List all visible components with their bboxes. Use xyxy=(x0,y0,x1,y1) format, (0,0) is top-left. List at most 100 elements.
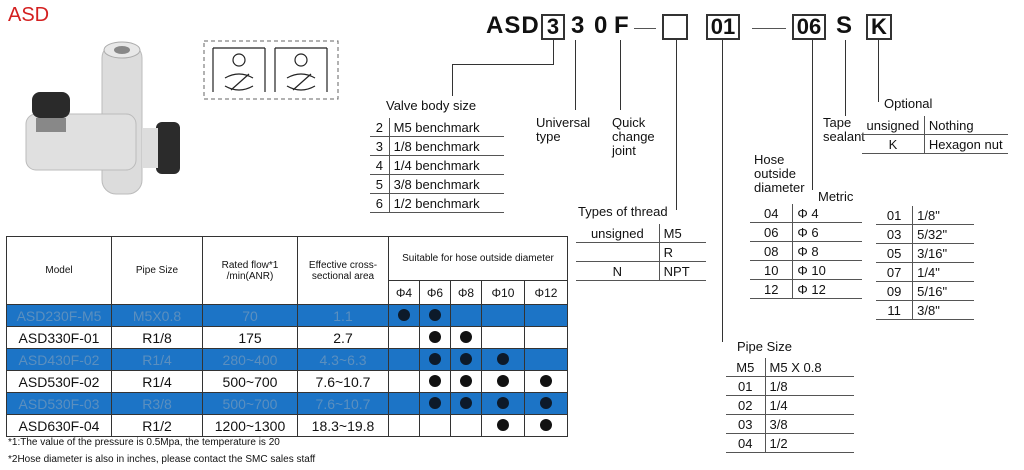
spec-table: Model Pipe Size Rated flow*1 /min(ANR) E… xyxy=(6,236,569,437)
hose-fit-cell xyxy=(480,370,525,393)
pipe-code: 03 xyxy=(726,414,766,434)
thread-code xyxy=(576,242,660,262)
spec-model: ASD530F-03 xyxy=(6,392,112,415)
fit-dot-icon xyxy=(428,374,441,387)
pipe-code: 04 xyxy=(726,433,766,453)
col-flow: Rated flow*1 /min(ANR) xyxy=(202,236,298,305)
universal-type-label: Universal type xyxy=(536,115,591,144)
hose-fit-cell xyxy=(449,392,482,415)
spec-area: 7.6~10.7 xyxy=(297,392,389,415)
spec-pipe: R1/4 xyxy=(111,370,203,393)
hose-fit-cell xyxy=(523,326,569,349)
hose-fit-cell xyxy=(388,304,420,327)
fit-dot-icon xyxy=(496,352,509,365)
fit-dot-icon xyxy=(539,396,552,409)
hose-fit-cell xyxy=(418,392,451,415)
hose-fit-cell xyxy=(449,326,482,349)
inch-desc: 3/8" xyxy=(912,300,974,320)
metric-label: Metric xyxy=(818,189,854,204)
optional-label: Optional xyxy=(884,96,933,111)
spec-flow: 500~700 xyxy=(202,370,298,393)
inch-code: 03 xyxy=(876,224,913,244)
code-char-s: S xyxy=(836,12,853,39)
hose-col-header: Φ4 xyxy=(388,280,420,305)
col-pipe: Pipe Size xyxy=(111,236,203,305)
fit-dot-icon xyxy=(496,374,509,387)
inch-code: 11 xyxy=(876,300,913,320)
inch-code: 09 xyxy=(876,281,913,301)
fit-dot-icon xyxy=(459,396,472,409)
valve-desc: 1/2 benchmark xyxy=(388,193,504,213)
spec-model: ASD530F-02 xyxy=(6,370,112,393)
hose-fit-cell xyxy=(449,348,482,371)
product-image xyxy=(25,41,180,195)
hose-fit-cell xyxy=(418,414,451,437)
opt-desc: Hexagon nut xyxy=(923,134,1008,154)
hose-fit-cell xyxy=(523,392,569,415)
hose-col-header: Φ10 xyxy=(480,280,525,305)
pipe-code: 01 xyxy=(726,376,766,396)
pipe-code: M5 xyxy=(726,358,766,377)
valve-code: 6 xyxy=(370,193,390,213)
code-char-f: F xyxy=(614,12,629,39)
hose-od-label: Hose outside diameter xyxy=(754,152,805,195)
code-dash xyxy=(634,28,656,29)
code-char-3: 3 xyxy=(571,12,585,39)
hose-fit-cell xyxy=(523,348,569,371)
pipe-desc: 1/8 xyxy=(764,376,854,396)
code-dash xyxy=(752,28,786,29)
inch-desc: 5/32" xyxy=(912,224,974,244)
spec-pipe: R1/2 xyxy=(111,414,203,437)
spec-model: ASD230F-M5 xyxy=(6,304,112,327)
quick-change-label: Quick change joint xyxy=(612,115,655,158)
fit-dot-icon xyxy=(397,308,410,321)
spec-area: 18.3~19.8 xyxy=(297,414,389,437)
spec-flow: 280~400 xyxy=(202,348,298,371)
pipe-desc: 1/2 xyxy=(764,433,854,453)
hose-fit-cell xyxy=(388,392,420,415)
fit-dot-icon xyxy=(459,330,472,343)
hose-fit-cell xyxy=(480,392,525,415)
hose-fit-cell xyxy=(480,326,525,349)
metric-code: 10 xyxy=(750,260,793,280)
spec-area: 7.6~10.7 xyxy=(297,370,389,393)
thread-desc: M5 xyxy=(658,224,706,243)
spec-area: 1.1 xyxy=(297,304,389,327)
valve-code: 5 xyxy=(370,174,390,194)
footnote-1: *1:The value of the pressure is 0.5Mpa, … xyxy=(8,437,280,448)
hose-col-header: Φ6 xyxy=(418,280,451,305)
valve-body-size-label: Valve body size xyxy=(386,98,477,113)
fit-dot-icon xyxy=(428,396,441,409)
hose-fit-cell xyxy=(388,348,420,371)
valve-desc: M5 benchmark xyxy=(388,118,504,137)
spec-pipe: R3/8 xyxy=(111,392,203,415)
valve-desc: 1/8 benchmark xyxy=(388,136,504,156)
pipe-code: 02 xyxy=(726,395,766,415)
code-prefix: ASD xyxy=(486,12,540,39)
inch-desc: 1/4" xyxy=(912,262,974,282)
spec-flow: 70 xyxy=(202,304,298,327)
fit-dot-icon xyxy=(428,308,441,321)
pipe-desc: 3/8 xyxy=(764,414,854,434)
valve-code: 4 xyxy=(370,155,390,175)
inch-desc: 5/16" xyxy=(912,281,974,301)
